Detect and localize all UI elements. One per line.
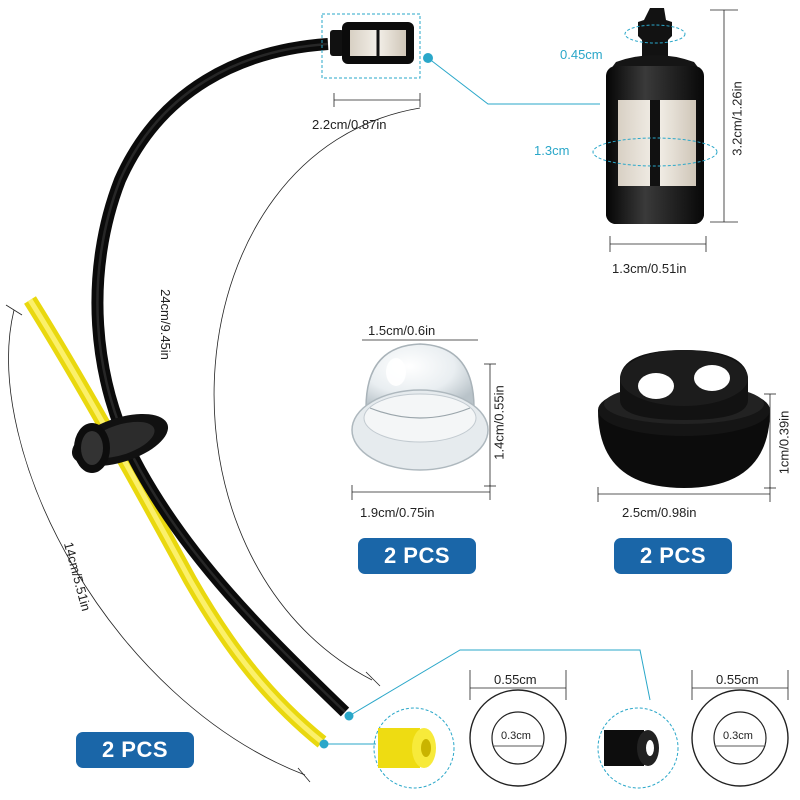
filter-length-label: 2.2cm/0.87in: [312, 117, 387, 132]
filter-width-label: 1.3cm/0.51in: [612, 261, 687, 276]
inner-diameter-right-label: 0.3cm: [723, 730, 753, 742]
fuel-line-quantity-badge: 2 PCS: [76, 732, 194, 768]
bulb-base-label: 1.9cm/0.75in: [360, 505, 435, 520]
bulb-height-label: 1.4cm/0.55in: [491, 385, 507, 460]
filter-diameter-label: 1.3cm: [534, 143, 570, 158]
yellow-tube-closeup: [373, 707, 455, 789]
filter-height-label: 3.2cm/1.26in: [729, 81, 745, 156]
inner-diameter-left-label: 0.3cm: [501, 730, 531, 742]
small-fuel-filter: [321, 13, 421, 79]
grommet-height-label: 1cm/0.39in: [776, 410, 792, 475]
bulb-quantity-badge: 2 PCS: [358, 538, 476, 574]
black-fuel-line: [91, 38, 350, 717]
line-grommet: [71, 413, 169, 473]
yellow-tube-cross-section: [469, 670, 567, 787]
black-line-length-label: 24cm/9.45in: [157, 289, 173, 360]
filter-tip-label: 0.45cm: [560, 47, 603, 62]
black-line-dimension-arc: [213, 107, 421, 681]
grommet-quantity-badge: 2 PCS: [614, 538, 732, 574]
black-tube-cross-section: [691, 670, 789, 787]
outer-diameter-right-label: 0.55cm: [716, 672, 759, 687]
rubber-grommet: [598, 350, 770, 488]
large-fuel-filter: [606, 8, 704, 224]
grommet-width-label: 2.5cm/0.98in: [622, 505, 697, 520]
yellow-line-dimension-arc: [8, 309, 306, 776]
primer-bulb: [351, 343, 489, 471]
black-tube-closeup: [597, 707, 679, 789]
bulb-top-label: 1.5cm/0.6in: [368, 323, 436, 338]
outer-diameter-left-label: 0.55cm: [494, 672, 537, 687]
